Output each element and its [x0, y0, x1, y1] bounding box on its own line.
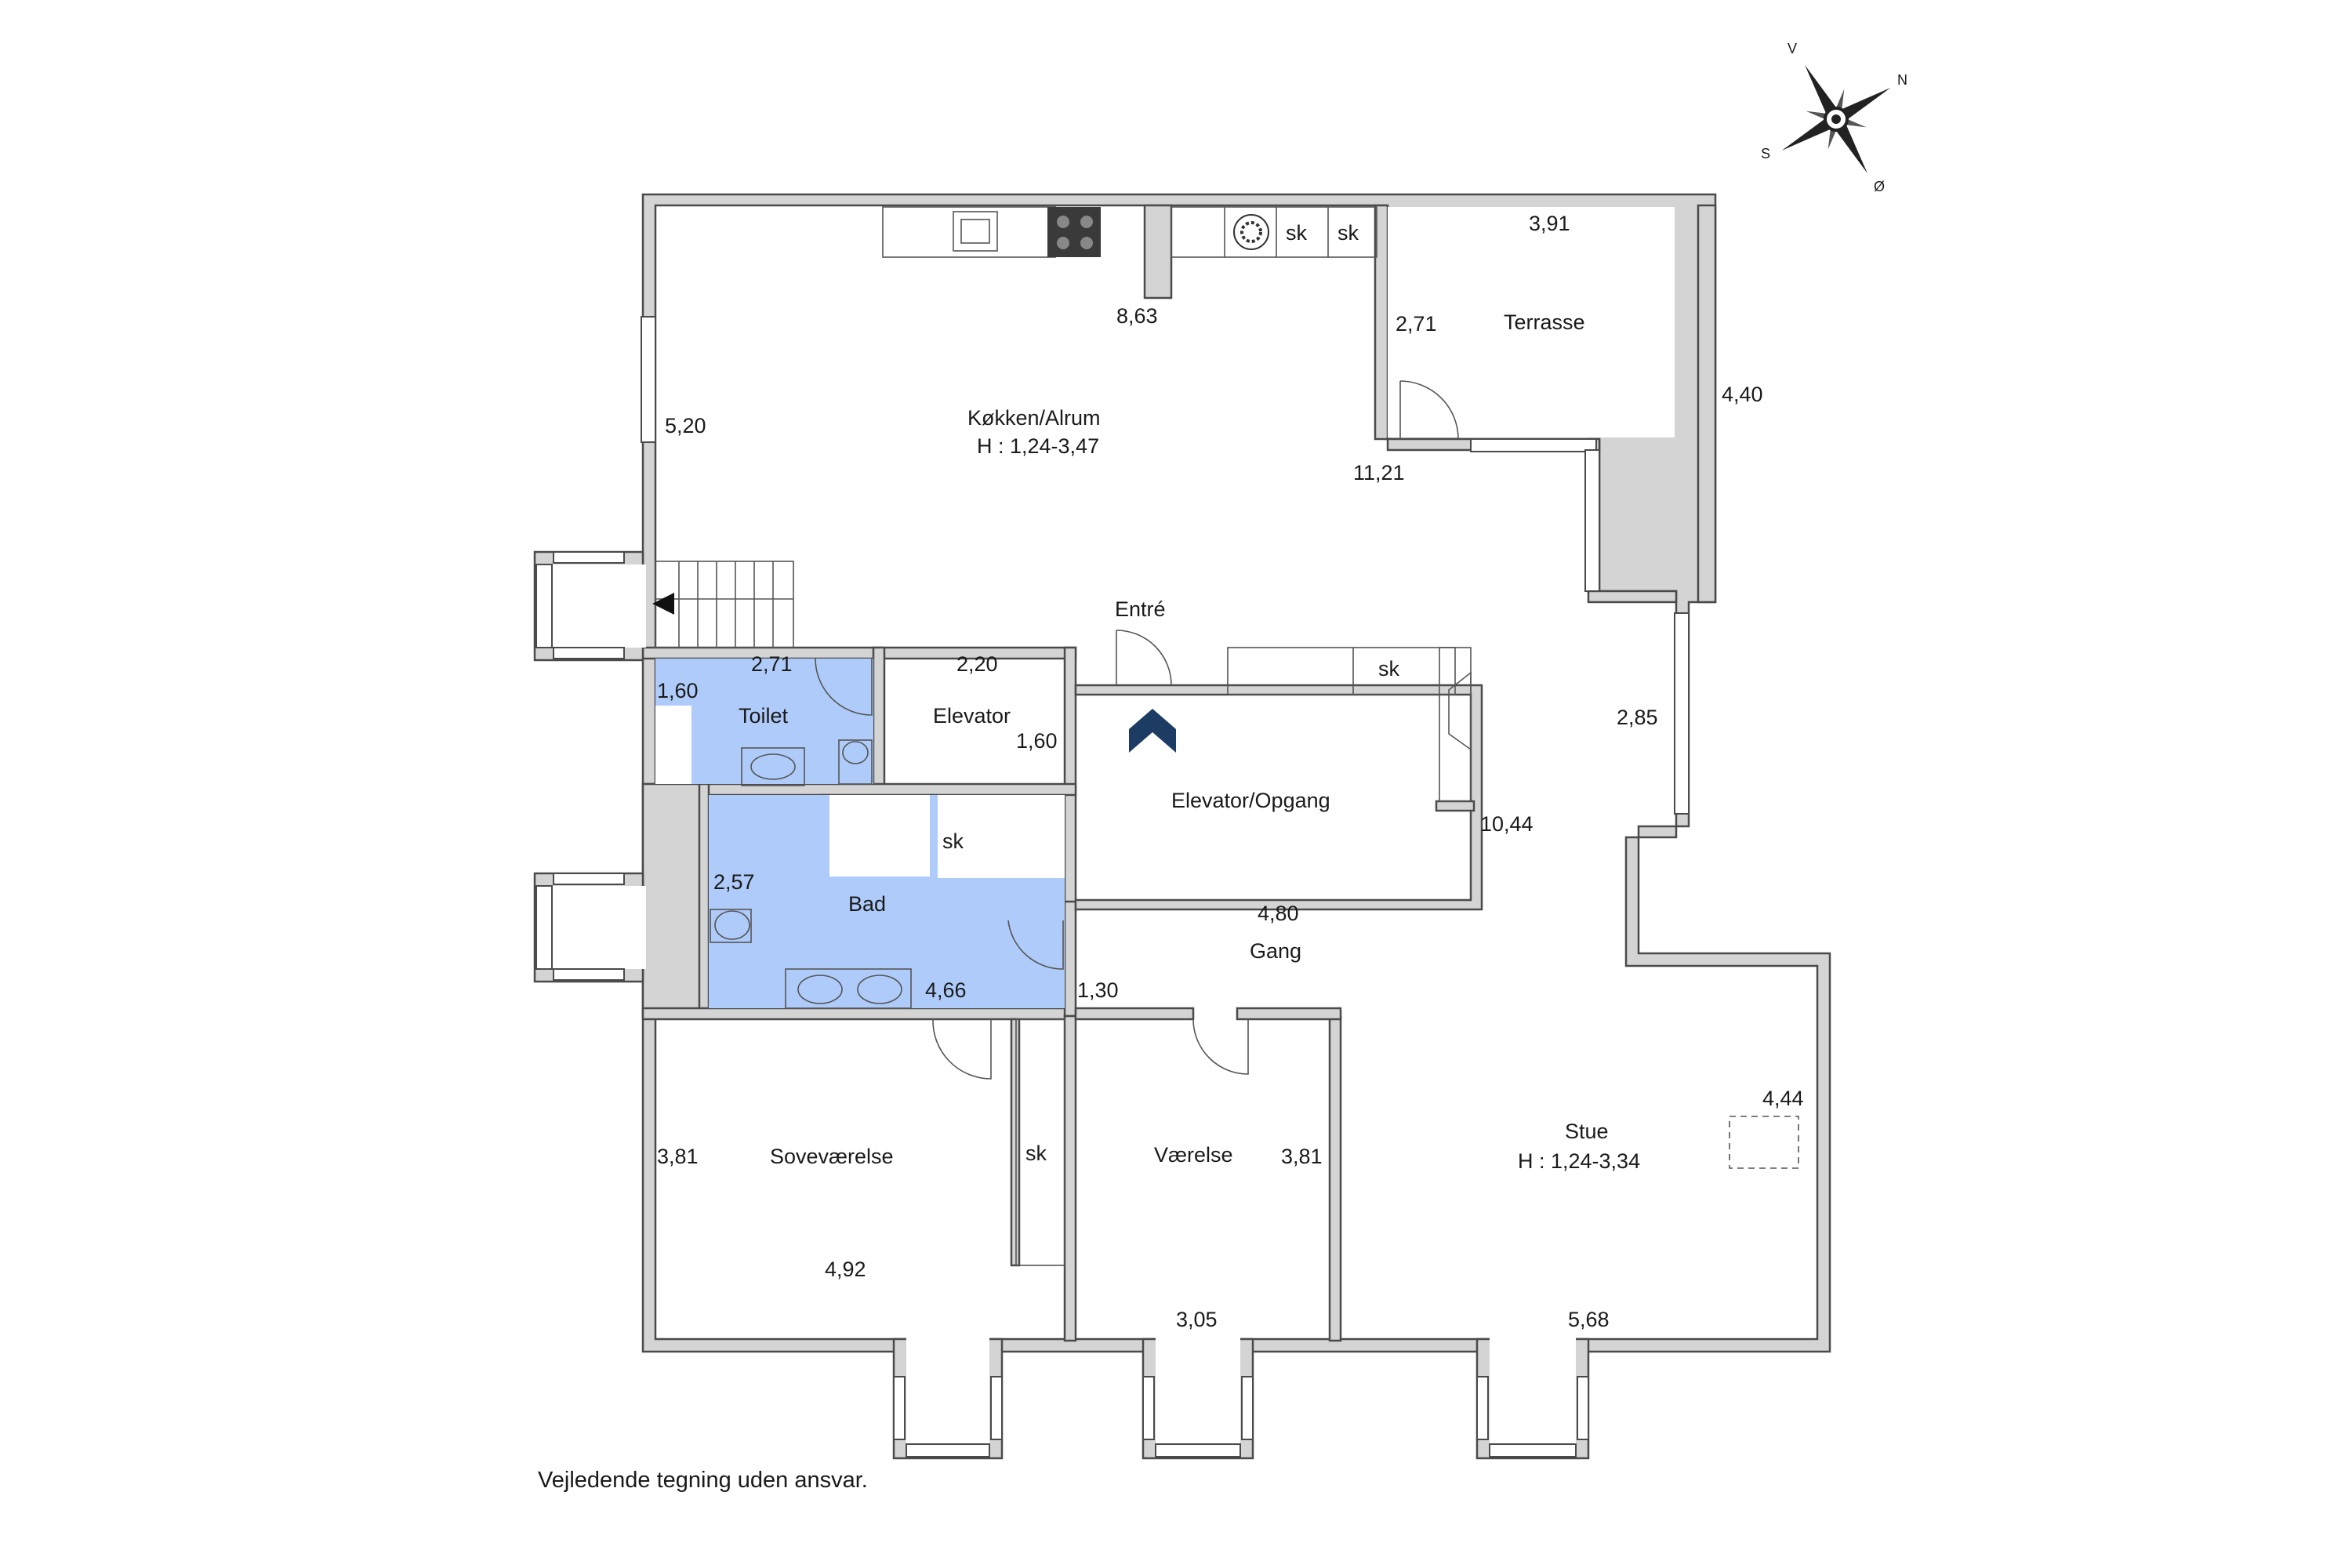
svg-text:3,91: 3,91	[1529, 212, 1570, 235]
closet-labels: sk sk sk sk sk	[942, 221, 1400, 1165]
room-label-terrace: Terrasse	[1504, 310, 1585, 334]
svg-text:4,92: 4,92	[825, 1258, 866, 1281]
windows	[533, 316, 1690, 1460]
room-height-living: H : 1,24-3,34	[1518, 1149, 1640, 1173]
svg-text:2,57: 2,57	[713, 870, 755, 894]
room-label-toilet: Toilet	[739, 704, 789, 728]
room-label-hall: Gang	[1250, 939, 1301, 963]
svg-text:10,44: 10,44	[1480, 812, 1534, 836]
svg-text:5,68: 5,68	[1568, 1308, 1610, 1331]
svg-text:Ø: Ø	[1874, 179, 1885, 194]
svg-text:N: N	[1897, 72, 1907, 88]
room-label-living: Stue	[1565, 1120, 1609, 1143]
toilet-floor	[655, 659, 873, 784]
svg-text:4,40: 4,40	[1722, 383, 1763, 406]
svg-text:5,20: 5,20	[665, 414, 706, 437]
svg-text:2,20: 2,20	[956, 652, 998, 676]
room-label-room: Værelse	[1154, 1143, 1233, 1167]
svg-text:3,05: 3,05	[1176, 1308, 1218, 1331]
svg-text:1,30: 1,30	[1077, 978, 1119, 1002]
compass-icon: V N S Ø	[1761, 41, 1907, 194]
svg-text:4,66: 4,66	[925, 978, 967, 1002]
room-label-kitchen: Køkken/Alrum	[967, 406, 1101, 430]
staircase	[652, 561, 794, 648]
svg-text:8,63: 8,63	[1116, 304, 1158, 328]
svg-text:sk: sk	[1025, 1142, 1047, 1165]
svg-text:sk: sk	[1378, 657, 1400, 681]
room-label-landing: Elevator/Opgang	[1171, 789, 1330, 812]
svg-text:3,81: 3,81	[657, 1145, 699, 1168]
svg-text:2,85: 2,85	[1617, 706, 1658, 729]
svg-text:sk: sk	[1286, 221, 1308, 245]
svg-text:S: S	[1761, 146, 1770, 162]
svg-text:2,71: 2,71	[751, 652, 793, 676]
svg-text:1,60: 1,60	[657, 679, 699, 702]
room-label-bedroom: Soveværelse	[770, 1145, 894, 1168]
room-height-kitchen: H : 1,24-3,47	[977, 434, 1099, 458]
doors	[815, 380, 1459, 1080]
svg-text:4,80: 4,80	[1258, 902, 1299, 925]
svg-text:sk: sk	[942, 829, 964, 853]
dimension-labels: 5,20 8,63 3,91 2,71 4,40 11,21 2,71 1,60…	[657, 212, 1804, 1331]
svg-text:11,21: 11,21	[1353, 461, 1405, 485]
entry-arrow-icon	[1129, 709, 1176, 753]
svg-text:4,44: 4,44	[1762, 1087, 1804, 1110]
svg-text:3,81: 3,81	[1281, 1145, 1323, 1168]
room-label-bath: Bad	[848, 892, 886, 916]
sanitary-fixtures	[710, 647, 1799, 1266]
svg-text:V: V	[1788, 41, 1797, 56]
kitchen-counter	[882, 204, 1377, 299]
svg-text:1,60: 1,60	[1016, 729, 1058, 753]
room-label-entry: Entré	[1115, 597, 1166, 621]
disclaimer-note: Vejledende tegning uden ansvar.	[538, 1468, 868, 1493]
svg-text:sk: sk	[1338, 221, 1359, 245]
room-label-elevator: Elevator	[933, 704, 1011, 728]
svg-text:2,71: 2,71	[1396, 312, 1437, 336]
